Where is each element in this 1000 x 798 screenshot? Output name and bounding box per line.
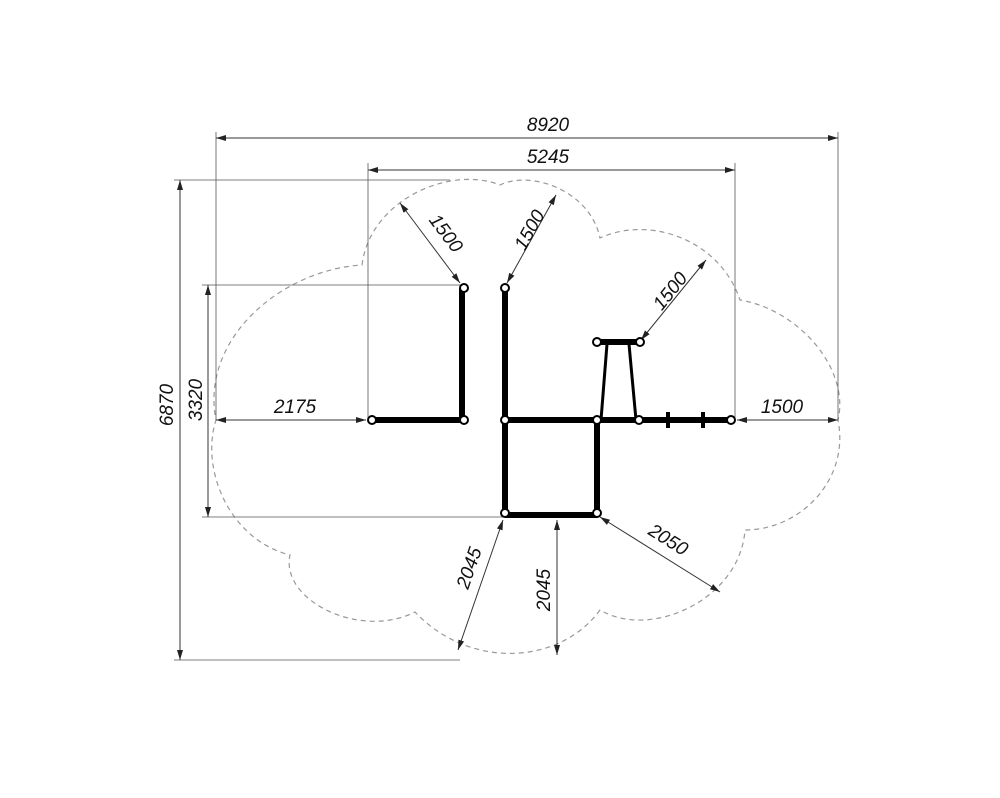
dim-radius-bottom-right: 2050 [644,520,692,561]
equipment-frame [367,283,736,518]
dim-inner-width: 5245 [527,147,570,168]
dim-bottom-vertical: 2045 [534,568,555,612]
dim-radius-top-middle: 1500 [511,206,550,254]
dim-right-offset: 1500 [761,397,804,418]
dim-radius-bottom-left: 2045 [453,544,487,592]
dim-left-offset: 2175 [273,397,317,418]
dim-inner-height: 3320 [186,378,207,421]
dimension-labels: 8920 5245 6870 3320 2175 1500 1500 1500 … [157,115,804,612]
dim-radius-top-right: 1500 [649,268,692,314]
dim-overall-height: 6870 [157,383,178,426]
dimension-lines [177,135,838,660]
extension-lines [174,132,839,661]
dim-radius-top-left: 1500 [424,210,466,257]
dim-overall-width: 8920 [527,115,570,136]
